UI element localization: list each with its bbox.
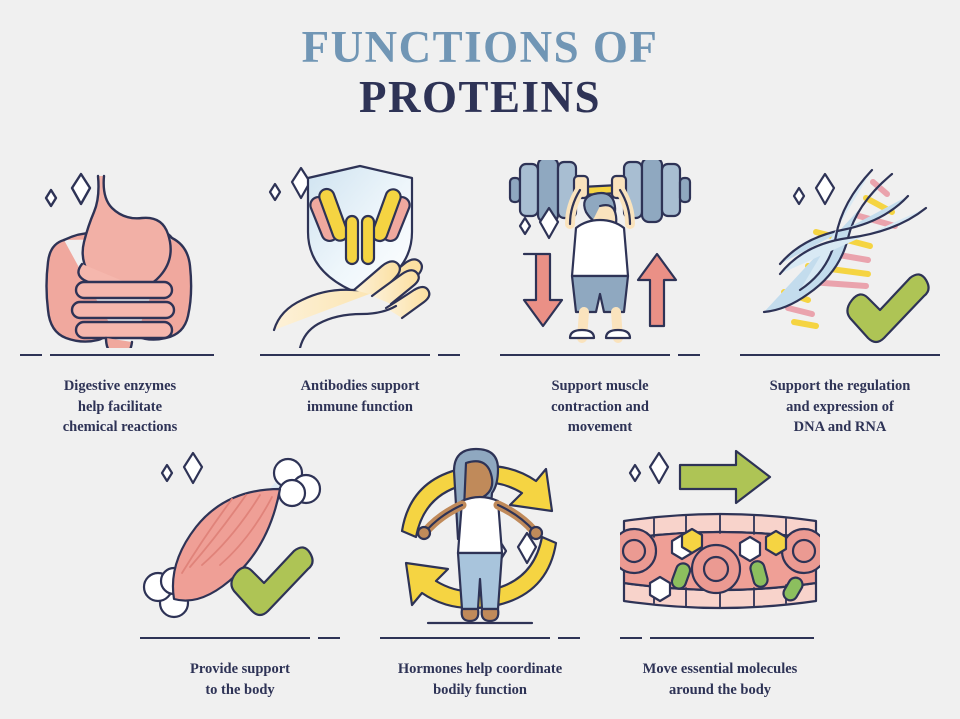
function-card-digestive-enzymes: Digestive enzymes help facilitate chemic… (0, 160, 240, 438)
function-card-structural-support: Provide support to the body (120, 443, 360, 700)
blood-vessel-icon (620, 443, 820, 631)
divider-dash (558, 637, 580, 639)
function-card-hormones: Hormones help coordinate bodily function (360, 443, 600, 700)
card-divider (500, 350, 700, 360)
function-caption: Support muscle contraction and movement (551, 378, 649, 436)
card-divider (740, 350, 940, 360)
function-caption: Digestive enzymes help facilitate chemic… (62, 378, 178, 436)
card-divider (620, 633, 820, 643)
divider-line (140, 637, 310, 639)
shield-antibody-hand-icon (260, 160, 460, 348)
digestive-system-icon (20, 160, 220, 348)
function-card-molecule-transport: Move essential molecules around the body (600, 443, 840, 700)
function-card-muscle-contraction: Support muscle contraction and movement (480, 160, 720, 438)
divider-dash (678, 354, 700, 356)
weightlifter-icon (500, 160, 700, 348)
page-title: FUNCTIONS OF PROTEINS (0, 22, 960, 123)
divider-line (740, 354, 940, 356)
divider-line (500, 354, 670, 356)
functions-row-bottom: Provide support to the body (0, 443, 960, 700)
function-caption: Hormones help coordinate bodily function (397, 661, 563, 698)
function-caption: Provide support to the body (189, 661, 291, 698)
functions-row-top: Digestive enzymes help facilitate chemic… (0, 160, 960, 438)
woman-cycle-arrows-icon (380, 443, 580, 631)
divider-dash (438, 354, 460, 356)
card-divider (380, 633, 580, 643)
divider-line (260, 354, 430, 356)
divider-line (50, 354, 214, 356)
divider-line (650, 637, 814, 639)
title-line-1: FUNCTIONS OF (301, 22, 659, 72)
function-caption: Move essential molecules around the body (642, 661, 798, 698)
card-divider (20, 350, 220, 360)
divider-dash (318, 637, 340, 639)
bone-muscle-checkmark-icon (140, 443, 340, 631)
dna-helix-checkmark-icon (740, 160, 940, 348)
card-divider (140, 633, 340, 643)
function-caption: Support the regulation and expression of… (769, 378, 911, 436)
divider-dash (620, 637, 642, 639)
card-divider (260, 350, 460, 360)
divider-line (380, 637, 550, 639)
title-line-2: PROTEINS (358, 72, 602, 123)
function-card-dna-rna: Support the regulation and expression of… (720, 160, 960, 438)
divider-dash (20, 354, 42, 356)
function-card-antibodies: Antibodies support immune function (240, 160, 480, 438)
function-caption: Antibodies support immune function (300, 378, 420, 415)
